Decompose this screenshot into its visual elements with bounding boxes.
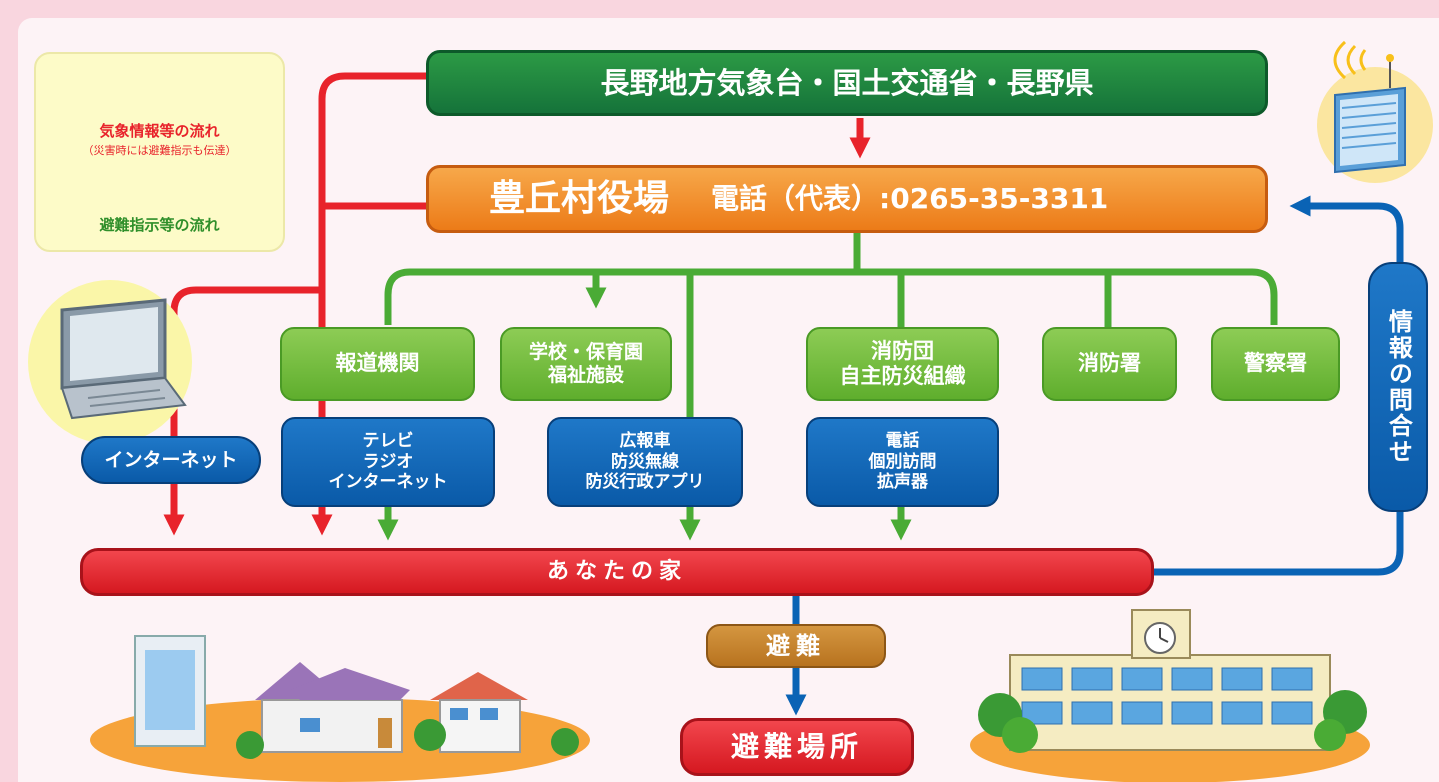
channel-internet: インターネット: [81, 436, 261, 484]
antenna-building-icon: [1317, 40, 1433, 183]
home-bar: あなたの家: [80, 548, 1154, 596]
laptop-icon: [28, 280, 192, 444]
village-office-box: 豊丘村役場 電話（代表）:0265-35-3311: [426, 165, 1268, 233]
org-police: 警察署: [1211, 327, 1340, 401]
legend-red-label: 気象情報等の流れ: [99, 122, 220, 140]
village-office-phone: 電話（代表）:0265-35-3311: [711, 182, 1109, 216]
org-press: 報道機関: [280, 327, 475, 401]
org-school: 学校・保育園 福祉施設: [500, 327, 672, 401]
channel-vehicle: 広報車 防災無線 防災行政アプリ: [547, 417, 743, 507]
village-office-name: 豊丘村役場: [489, 178, 670, 220]
evacuate-box: 避難: [706, 624, 886, 668]
legend-red-note: （災害時には避難指示も伝達）: [82, 144, 237, 157]
channel-media: テレビ ラジオ インターネット: [281, 417, 495, 507]
legend-green-label: 避難指示等の流れ: [99, 216, 220, 234]
weather-agency-box: 長野地方気象台・国土交通省・長野県: [426, 50, 1268, 116]
inquiry-box: 情報の問合せ: [1368, 262, 1428, 512]
green-flow: [377, 230, 1278, 541]
blue-flow: [785, 195, 1404, 716]
school-building-icon: [970, 609, 1370, 782]
org-fire-corps: 消防団 自主防災組織: [806, 327, 999, 401]
channel-phone: 電話 個別訪問 拡声器: [806, 417, 999, 507]
shelter-box: 避難場所: [680, 718, 914, 776]
org-fire-station: 消防署: [1042, 327, 1177, 401]
legend: 気象情報等の流れ （災害時には避難指示も伝達） 避難指示等の流れ: [34, 52, 285, 252]
houses-icon: [90, 635, 590, 782]
